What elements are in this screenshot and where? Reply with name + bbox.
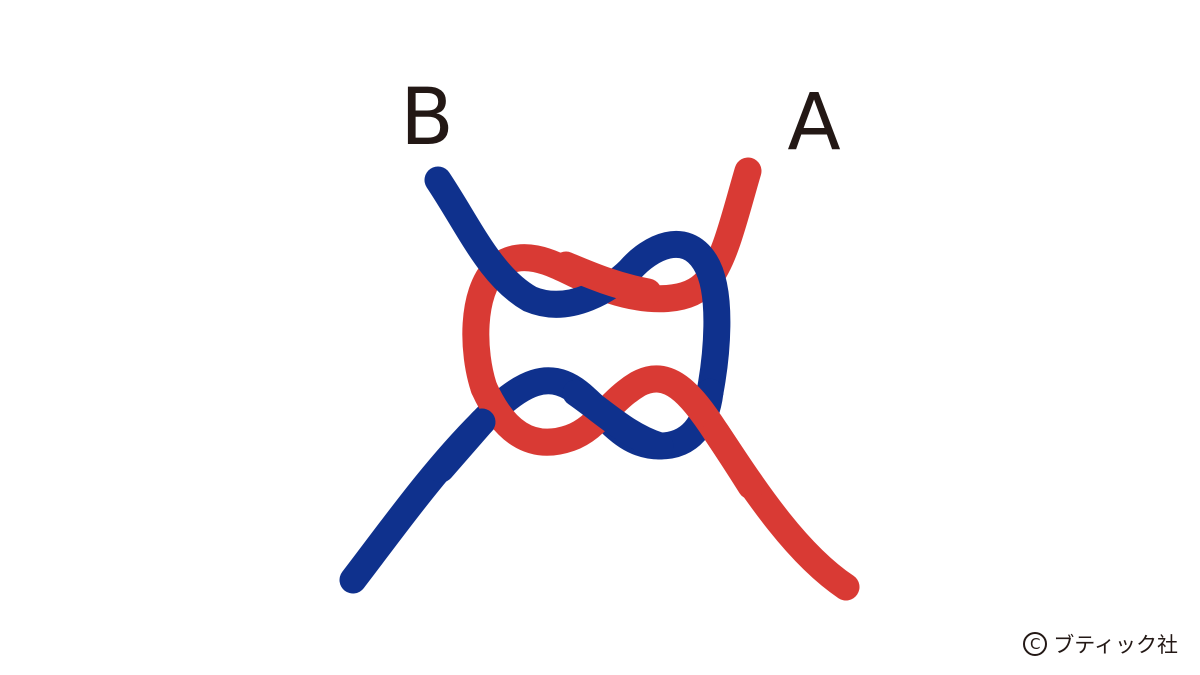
publisher-credit: C ブティック社 xyxy=(1023,630,1178,658)
cord-a-label: A xyxy=(787,78,840,168)
cord-a-lower-loop xyxy=(470,365,860,601)
cord-a-right-over-crossing xyxy=(702,418,765,500)
cord-b-lower-loop xyxy=(339,367,724,594)
cord-b-label: B xyxy=(400,73,454,163)
publisher-name: ブティック社 xyxy=(1053,633,1178,657)
cord-b-upper-lead xyxy=(424,166,731,406)
cord-b-left-over-crossing xyxy=(427,408,496,483)
cord-b-bottom-over-crossing xyxy=(562,379,674,460)
copyright-icon: C xyxy=(1023,632,1048,656)
cord-a-top-over-crossing xyxy=(552,251,662,306)
